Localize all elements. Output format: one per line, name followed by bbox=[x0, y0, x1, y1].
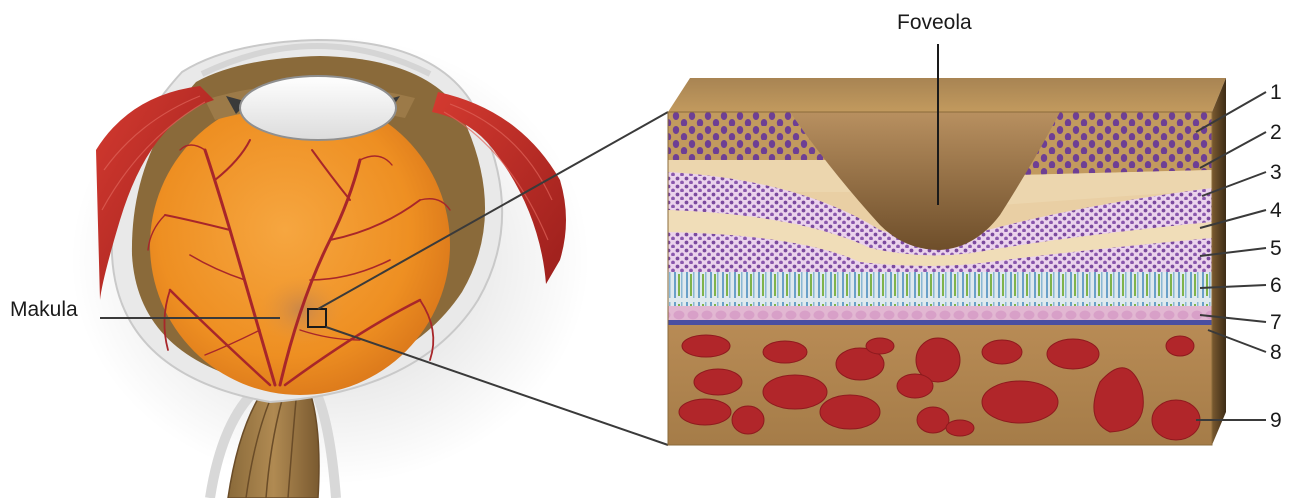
layer-number-2: 2 bbox=[1270, 122, 1282, 143]
layer-number-4: 4 bbox=[1270, 200, 1282, 221]
layer-6 bbox=[668, 272, 1212, 306]
layer-number-5: 5 bbox=[1270, 238, 1282, 259]
lens bbox=[240, 76, 396, 140]
layer-number-9: 9 bbox=[1270, 410, 1282, 431]
layer-number-1: 1 bbox=[1270, 82, 1282, 103]
layer-7 bbox=[668, 306, 1212, 320]
layer-number-8: 8 bbox=[1270, 342, 1282, 363]
layer-number-7: 7 bbox=[1270, 312, 1282, 333]
layer-8 bbox=[668, 320, 1212, 325]
eyeball bbox=[70, 35, 590, 498]
makula-label: Makula bbox=[10, 299, 78, 320]
retina-block bbox=[668, 78, 1226, 445]
layer-number-3: 3 bbox=[1270, 162, 1282, 183]
layer-number-6: 6 bbox=[1270, 275, 1282, 296]
foveola-label: Foveola bbox=[897, 12, 972, 33]
